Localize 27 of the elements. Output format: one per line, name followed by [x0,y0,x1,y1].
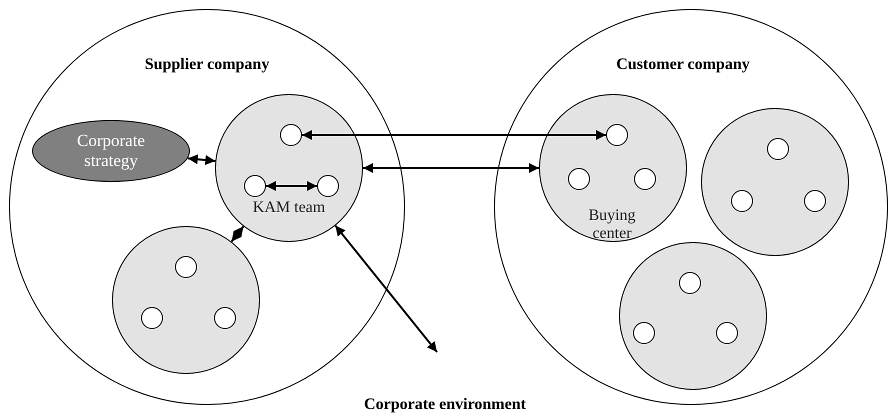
double-arrow [363,163,539,173]
node-label: Buying center [587,207,637,242]
member-circle [679,272,701,294]
member-circle [141,307,163,329]
caption-label: Corporate environment [363,395,527,415]
heading: Customer company [615,56,751,74]
member-circle [606,124,628,146]
member-circle [716,322,738,344]
double-arrow [188,154,216,165]
node-label: KAM team [252,199,326,217]
member-circle [175,256,197,278]
member-circle [731,190,753,212]
heading: Supplier company [144,56,270,74]
member-circle [280,124,302,146]
member-circle [633,322,655,344]
double-arrow [302,130,606,140]
member-circle [634,168,656,190]
member-circle [568,168,590,190]
member-circle [804,190,826,212]
double-arrow [230,226,244,242]
member-circle [244,175,266,197]
double-arrow [266,181,317,191]
double-arrow [334,225,438,353]
node-label: Corporate strategy [76,131,146,171]
member-circle [317,175,339,197]
member-circle [214,307,236,329]
member-circle [767,138,789,160]
